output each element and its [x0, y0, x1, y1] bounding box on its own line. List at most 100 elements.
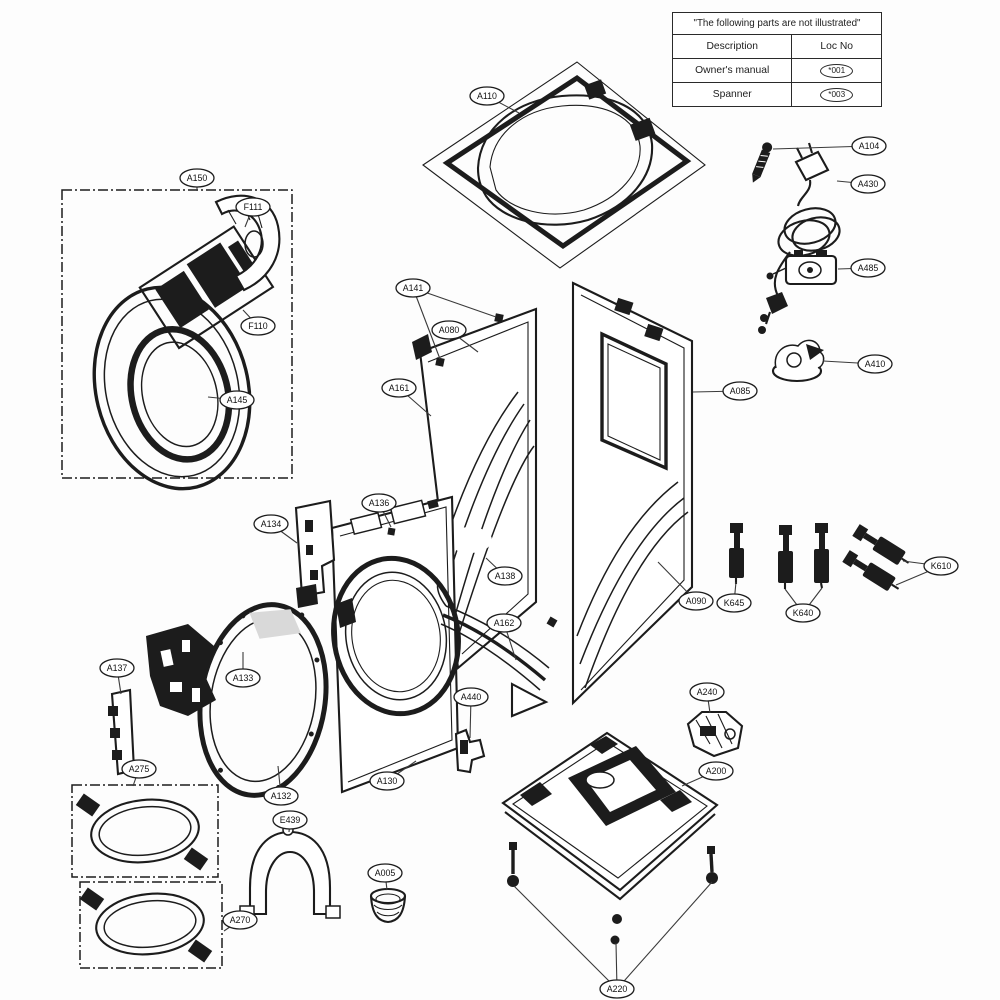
table-row: Spanner *003 [673, 83, 881, 106]
pump-drawing [686, 710, 744, 758]
callout-label: A130 [377, 776, 398, 786]
callout-A080: A080 [431, 320, 479, 353]
callout-A141: A141 [395, 278, 497, 360]
callout-bubble [599, 979, 635, 999]
callout-bubble [850, 258, 886, 278]
screw-a104-drawing [752, 142, 773, 183]
callout-label: A162 [494, 618, 515, 628]
row-description: Spanner [673, 83, 793, 106]
callout-A137: A137 [99, 658, 135, 695]
callout-label: A270 [230, 915, 251, 925]
callout-bubble [486, 613, 522, 633]
callout-label: A080 [439, 325, 460, 335]
callout-A240: A240 [689, 682, 725, 714]
power-cord-drawing [758, 142, 841, 334]
noise-filter-drawing [766, 250, 838, 286]
callout-label: A134 [261, 519, 282, 529]
table-title: "The following parts are not illustrated… [673, 13, 881, 35]
callout-A085: A085 [692, 381, 758, 401]
callout-bubble [381, 378, 417, 398]
front-panel-drawing [330, 495, 461, 794]
callout-label: A138 [495, 571, 516, 581]
callout-label: A485 [858, 263, 879, 273]
callout-bubble [431, 320, 467, 340]
not-illustrated-table: "The following parts are not illustrated… [672, 12, 882, 107]
row-description: Owner's manual [673, 59, 793, 82]
callout-label: A200 [706, 766, 727, 776]
callout-A133: A133 [225, 652, 261, 688]
loc-no-badge: *001 [820, 63, 854, 78]
inlet-hose-box-2 [79, 881, 223, 969]
callout-bubble [716, 593, 752, 613]
callout-label: E439 [280, 815, 301, 825]
base-plate-drawing [501, 731, 719, 901]
callout-bubble [850, 174, 886, 194]
callout-bubble [272, 810, 308, 830]
callout-bubble [469, 86, 505, 106]
callout-bubble [857, 354, 893, 374]
loc-no-badge: *003 [820, 87, 854, 102]
callout-label: A430 [858, 179, 879, 189]
callout-A136: A136 [361, 493, 397, 528]
table-header-row: Description Loc No [673, 35, 881, 59]
callout-label: A141 [403, 283, 424, 293]
callout-K640: K640 [784, 587, 823, 623]
leader-line [513, 885, 618, 990]
callout-A410: A410 [822, 354, 893, 374]
callout-bubble [225, 668, 261, 688]
callout-A145: A145 [207, 390, 255, 410]
callout-bubble [698, 761, 734, 781]
callout-A110: A110 [469, 86, 520, 114]
callout-label: A085 [730, 386, 751, 396]
callout-A220: A220 [513, 881, 713, 999]
bracket-a440-drawing [454, 728, 486, 774]
callout-bubble [722, 381, 758, 401]
callout-bubble [235, 197, 271, 217]
callout-label: A161 [389, 383, 410, 393]
callout-bubble [222, 910, 258, 930]
bracket-a134-drawing [294, 499, 336, 608]
callout-label: A136 [369, 498, 390, 508]
table-row: Owner's manual *001 [673, 59, 881, 83]
callout-A104: A104 [772, 136, 887, 156]
callout-A275: A275 [121, 759, 157, 787]
callout-label: A132 [271, 791, 292, 801]
callout-label: A150 [187, 173, 208, 183]
callout-A430: A430 [836, 174, 886, 194]
callout-label: K645 [724, 598, 745, 608]
callout-bubble [219, 390, 255, 410]
callout-bubble [785, 603, 821, 623]
callout-label: A133 [233, 673, 254, 683]
callout-bubble [99, 658, 135, 678]
callout-label: A410 [865, 359, 886, 369]
callout-bubble [253, 514, 289, 534]
callout-A200: A200 [681, 761, 734, 787]
callout-label: F110 [248, 321, 268, 331]
callout-bubble [367, 863, 403, 883]
callout-label: A240 [697, 687, 718, 697]
callout-bubble [678, 591, 714, 611]
top-plate-drawing [422, 61, 706, 269]
callout-bubble [453, 687, 489, 707]
door-assembly-box [61, 189, 293, 479]
callout-bubble [361, 493, 397, 513]
callout-label: A104 [859, 141, 880, 151]
damper-k610-drawing [842, 524, 910, 591]
callout-K645: K645 [716, 581, 752, 613]
callout-A270: A270 [222, 910, 258, 932]
control-panel-drawing [138, 225, 275, 350]
callout-label: F111 [244, 202, 263, 212]
callout-label: A220 [607, 984, 628, 994]
screw-marks [387, 313, 504, 536]
callout-A132: A132 [263, 765, 299, 806]
callout-label: A005 [375, 868, 396, 878]
callout-bubble [689, 682, 725, 702]
callout-A134: A134 [253, 514, 298, 544]
callout-label: A275 [129, 764, 150, 774]
callout-label: A110 [477, 91, 497, 101]
callout-bubble [263, 786, 299, 806]
callout-bubble [487, 566, 523, 586]
callout-F111: F111 [235, 197, 271, 228]
